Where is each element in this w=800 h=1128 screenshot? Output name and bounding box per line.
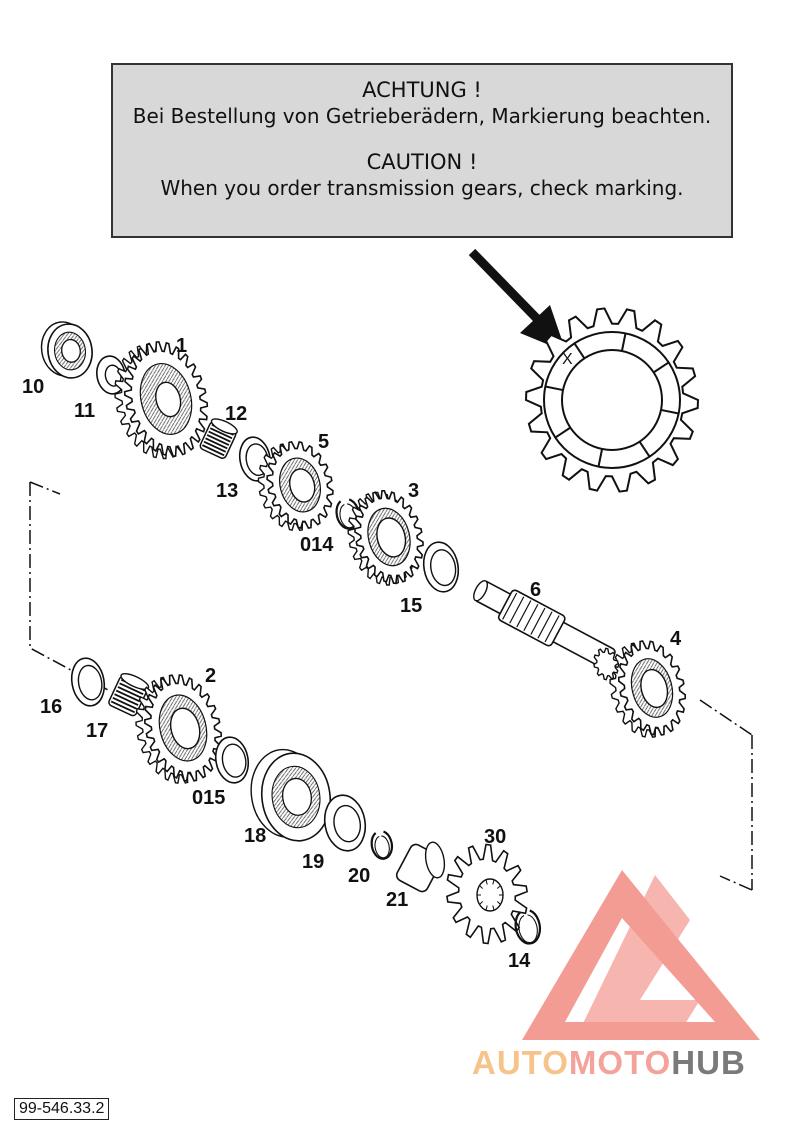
- part-5-gear-icon: [257, 440, 334, 532]
- notice-english-title: CAUTION !: [366, 150, 478, 174]
- watermark-hub: HUB: [671, 1044, 746, 1081]
- notice-english-text: When you order transmission gears, check…: [160, 176, 684, 200]
- label-part-014: 014: [300, 534, 334, 556]
- gear-marking-x: X: [562, 351, 573, 368]
- label-part-18: 18: [244, 825, 266, 847]
- label-part-21: 21: [386, 889, 408, 911]
- caution-notice-box: ACHTUNG ! Bei Bestellung von Getrieberäd…: [111, 63, 733, 238]
- label-part-17: 17: [86, 720, 108, 742]
- part-18-bearing-icon: [250, 748, 332, 842]
- part-16-washer-icon: [70, 657, 106, 707]
- label-part-30: 30: [484, 826, 506, 848]
- notice-german-text: Bei Bestellung von Getrieberädern, Marki…: [132, 104, 712, 128]
- part-19-seal-icon: [323, 794, 367, 852]
- label-part-20: 20: [348, 865, 370, 887]
- label-part-12: 12: [225, 403, 247, 425]
- watermark-text: AUTOMOTOHUB: [472, 1044, 746, 1082]
- watermark-auto: AUTO: [472, 1044, 569, 1081]
- part-3-gear-icon: [347, 490, 424, 586]
- label-part-2: 2: [205, 665, 216, 687]
- marked-gear-detail: [524, 307, 700, 493]
- part-10-bearing-icon: [40, 321, 93, 379]
- label-part-11: 11: [74, 400, 95, 422]
- label-part-10: 10: [22, 376, 44, 398]
- label-part-19: 19: [302, 851, 324, 873]
- label-part-14: 14: [508, 950, 531, 972]
- part-4-gear-icon: [609, 640, 686, 738]
- part-12-needle-bearing-icon: [199, 418, 238, 459]
- part-30-sprocket-icon: [446, 843, 528, 945]
- part-6-shaft-icon: [473, 580, 619, 681]
- part-15-washer-icon: [422, 541, 460, 593]
- automotohub-logo-icon: [522, 870, 760, 1040]
- catalog-number: 99-546.33.2: [14, 1098, 110, 1120]
- part-17-needle-bearing-icon: [108, 673, 150, 717]
- parts-layer: [40, 321, 686, 945]
- part-015-washer-icon: [214, 736, 250, 784]
- part-1-gear-icon: [114, 341, 209, 460]
- part-labels: 1 10 11 12 13 5 3 014 15 6 4 2 16 17 015…: [22, 335, 682, 972]
- label-part-3: 3: [408, 480, 419, 502]
- label-part-5: 5: [318, 431, 329, 453]
- label-part-15: 15: [400, 595, 422, 617]
- label-part-1: 1: [176, 335, 187, 357]
- label-part-4: 4: [670, 628, 682, 650]
- notice-german-title: ACHTUNG !: [362, 78, 482, 102]
- part-2-gear-icon: [135, 674, 223, 784]
- label-part-16: 16: [40, 696, 62, 718]
- part-21-bushing-icon: [395, 841, 446, 893]
- part-14-circlip-icon: [514, 909, 542, 945]
- label-part-015: 015: [192, 787, 225, 809]
- label-part-6: 6: [530, 579, 541, 601]
- part-20-circlip-icon: [370, 830, 393, 860]
- watermark-moto: MOTO: [568, 1044, 672, 1081]
- label-part-13: 13: [216, 480, 238, 502]
